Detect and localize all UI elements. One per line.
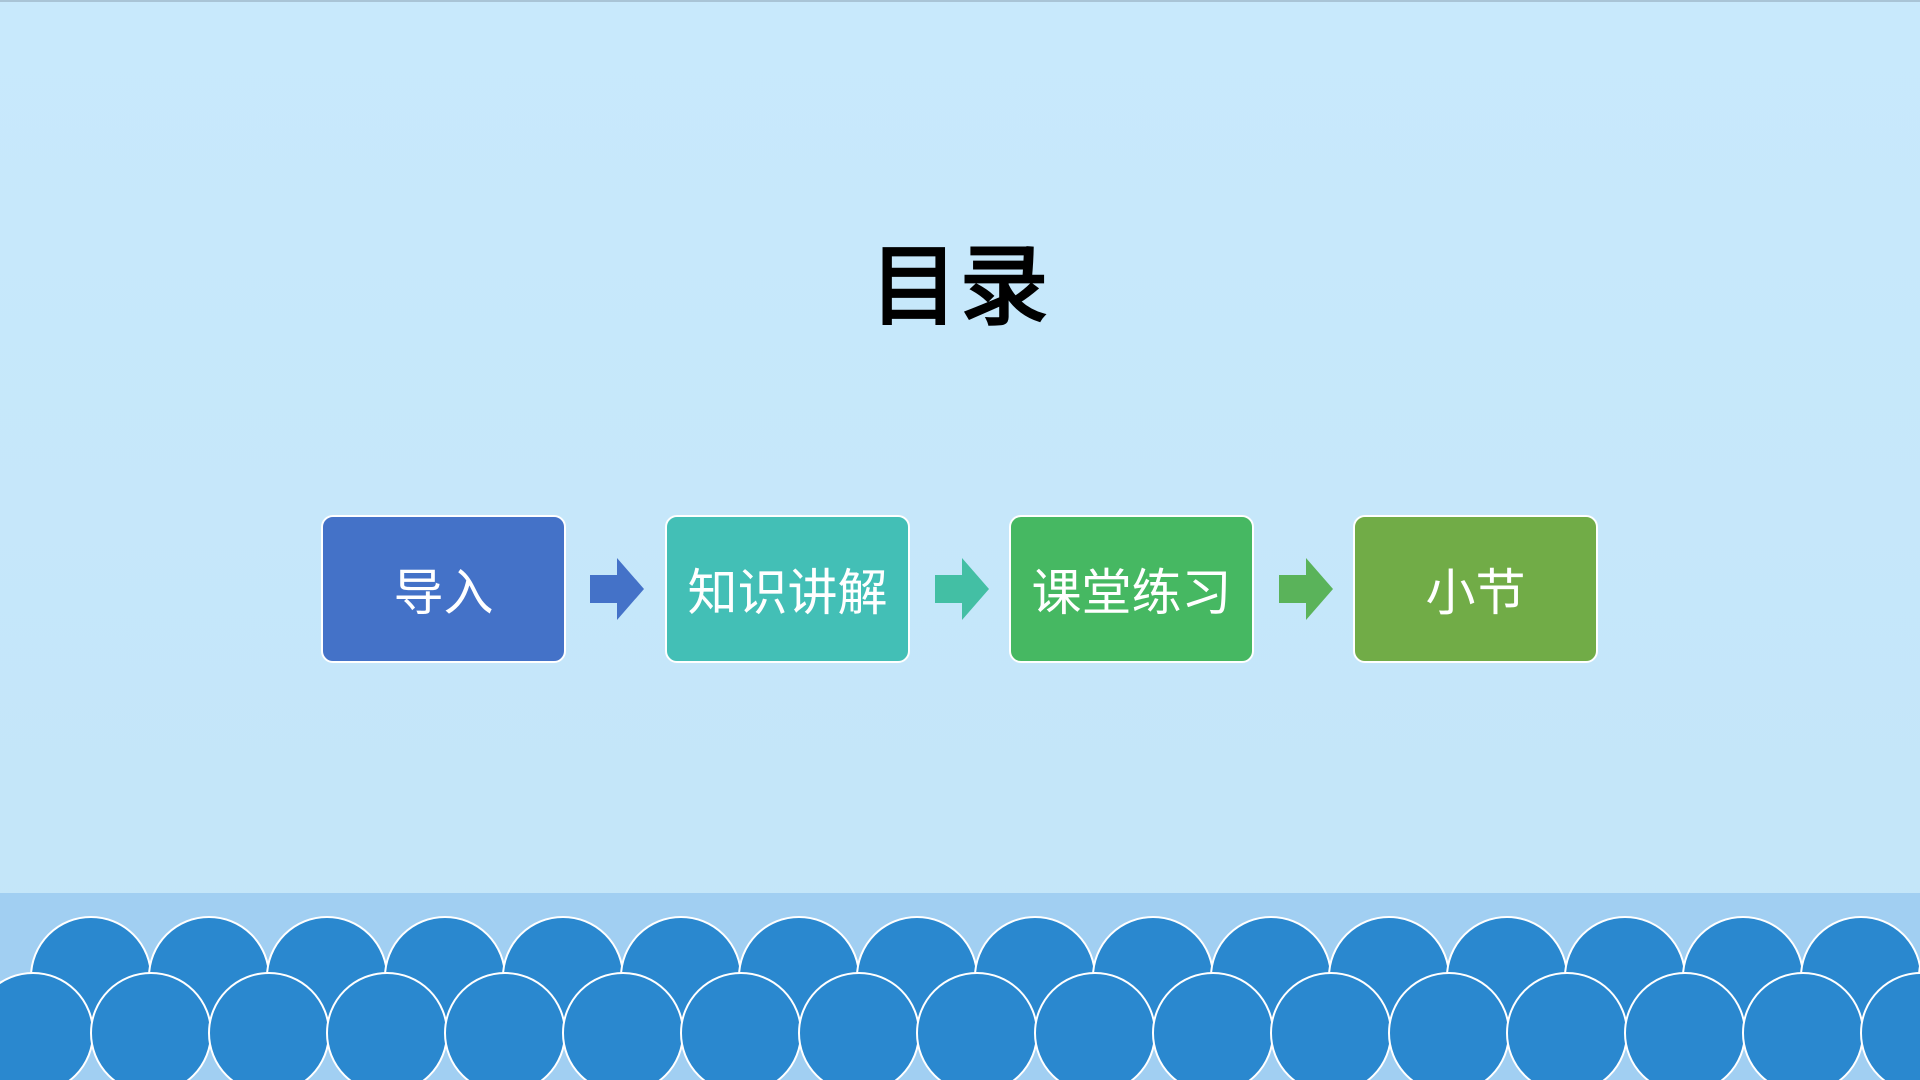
top-border-line bbox=[0, 0, 1920, 2]
wave-scale bbox=[90, 972, 212, 1080]
arrow-right-icon bbox=[935, 558, 989, 620]
wave-scale bbox=[1034, 972, 1156, 1080]
wave-scale bbox=[1624, 972, 1746, 1080]
wave-scale bbox=[562, 972, 684, 1080]
wave-scale bbox=[1860, 972, 1920, 1080]
wave-scale bbox=[1388, 972, 1510, 1080]
arrow-right-icon bbox=[590, 558, 644, 620]
wave-scale bbox=[680, 972, 802, 1080]
step-summary-label: 小节 bbox=[1425, 564, 1526, 622]
step-intro[interactable]: 导入 bbox=[321, 515, 566, 663]
wave-scale bbox=[1270, 972, 1392, 1080]
wave-decoration bbox=[0, 916, 1920, 1080]
arrow-right-icon bbox=[1279, 558, 1333, 620]
wave-scale bbox=[208, 972, 330, 1080]
wave-scale bbox=[326, 972, 448, 1080]
wave-scale bbox=[1742, 972, 1864, 1080]
wave-scale bbox=[1506, 972, 1628, 1080]
step-knowledge[interactable]: 知识讲解 bbox=[665, 515, 910, 663]
step-knowledge-label: 知识讲解 bbox=[687, 564, 888, 622]
wave-scale bbox=[798, 972, 920, 1080]
step-practice[interactable]: 课堂练习 bbox=[1009, 515, 1254, 663]
wave-scale bbox=[916, 972, 1038, 1080]
step-summary[interactable]: 小节 bbox=[1353, 515, 1598, 663]
step-intro-label: 导入 bbox=[393, 564, 494, 622]
step-practice-label: 课堂练习 bbox=[1031, 564, 1232, 622]
wave-scale bbox=[1152, 972, 1274, 1080]
page-title: 目录 bbox=[869, 235, 1050, 338]
wave-scale bbox=[444, 972, 566, 1080]
